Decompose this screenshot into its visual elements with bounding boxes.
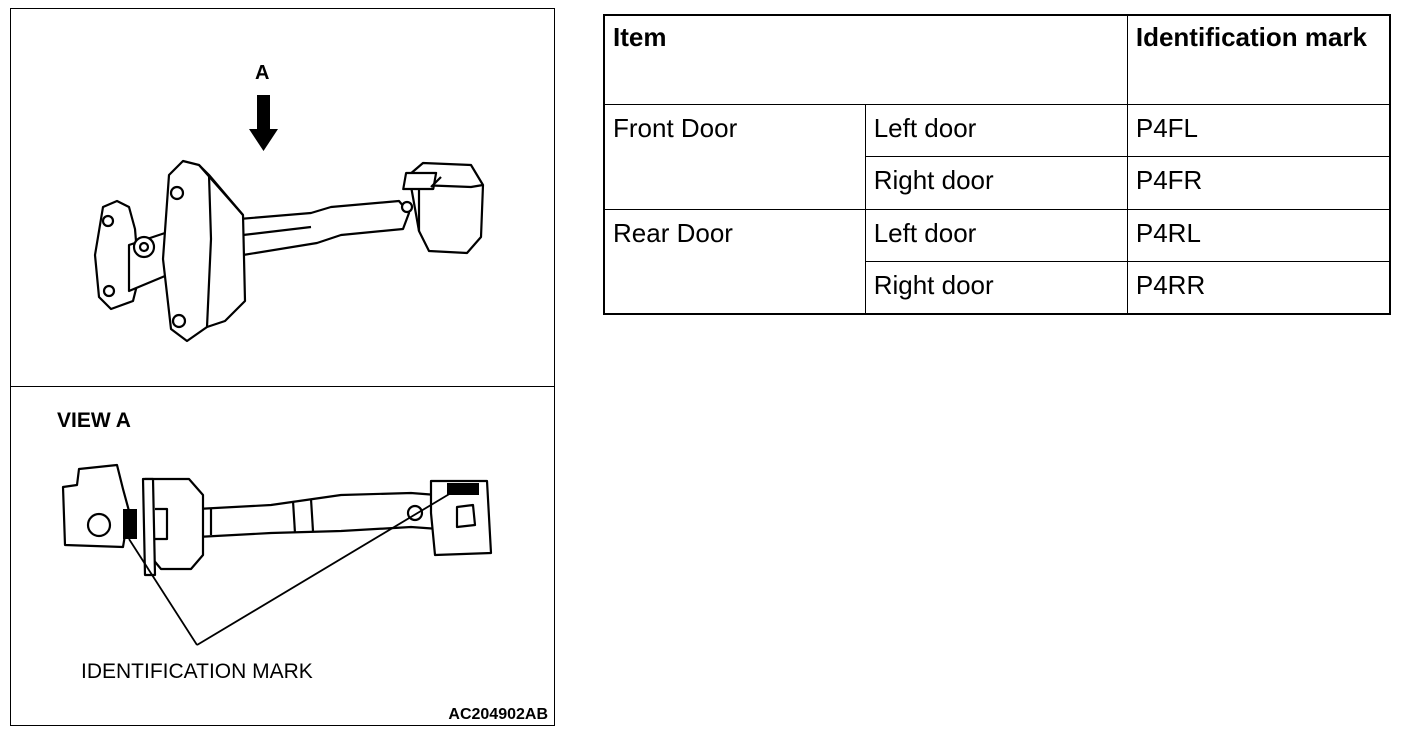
table-row: Right door P4FR [604,156,1391,210]
side-cell: Left door [864,208,1128,262]
side-cell: Right door [864,261,1128,315]
side-cell: Right door [864,156,1128,210]
door-check-illustration [61,95,493,646]
mark-cell: P4RR [1126,261,1391,315]
item-cell: Front Door [603,103,866,210]
figure-panel: A VIEW A IDENTIFICATION MARK AC204902AB [10,8,555,726]
view-arrow-label: A [255,62,270,84]
figure-divider [11,386,554,387]
side-cell: Left door [864,103,1128,157]
mark-cell: P4FL [1126,103,1391,157]
header-identification-mark: Identification mark [1126,14,1391,105]
table-row: Right door P4RR [604,261,1391,315]
table-row: Rear Door Left door P4RL [603,208,1391,315]
item-cell: Rear Door [603,208,866,315]
figure-code: AC204902AB [448,706,548,723]
table-row: Front Door Left door P4FL [603,103,1391,210]
identification-mark-icon [123,483,479,539]
mark-cell: P4FR [1126,156,1391,210]
identification-mark-label: IDENTIFICATION MARK [81,660,313,683]
view-a-label: VIEW A [57,409,131,432]
arrow-down-icon [249,95,278,151]
leader-lines [128,492,452,646]
identification-table: Item Identification mark Front Door Left… [603,14,1391,315]
mark-cell: P4RL [1126,208,1391,262]
door-check-upper-view [93,159,485,343]
table-header-row: Item Identification mark [603,14,1391,105]
door-check-view-a [61,463,493,577]
header-item: Item [603,14,1128,105]
